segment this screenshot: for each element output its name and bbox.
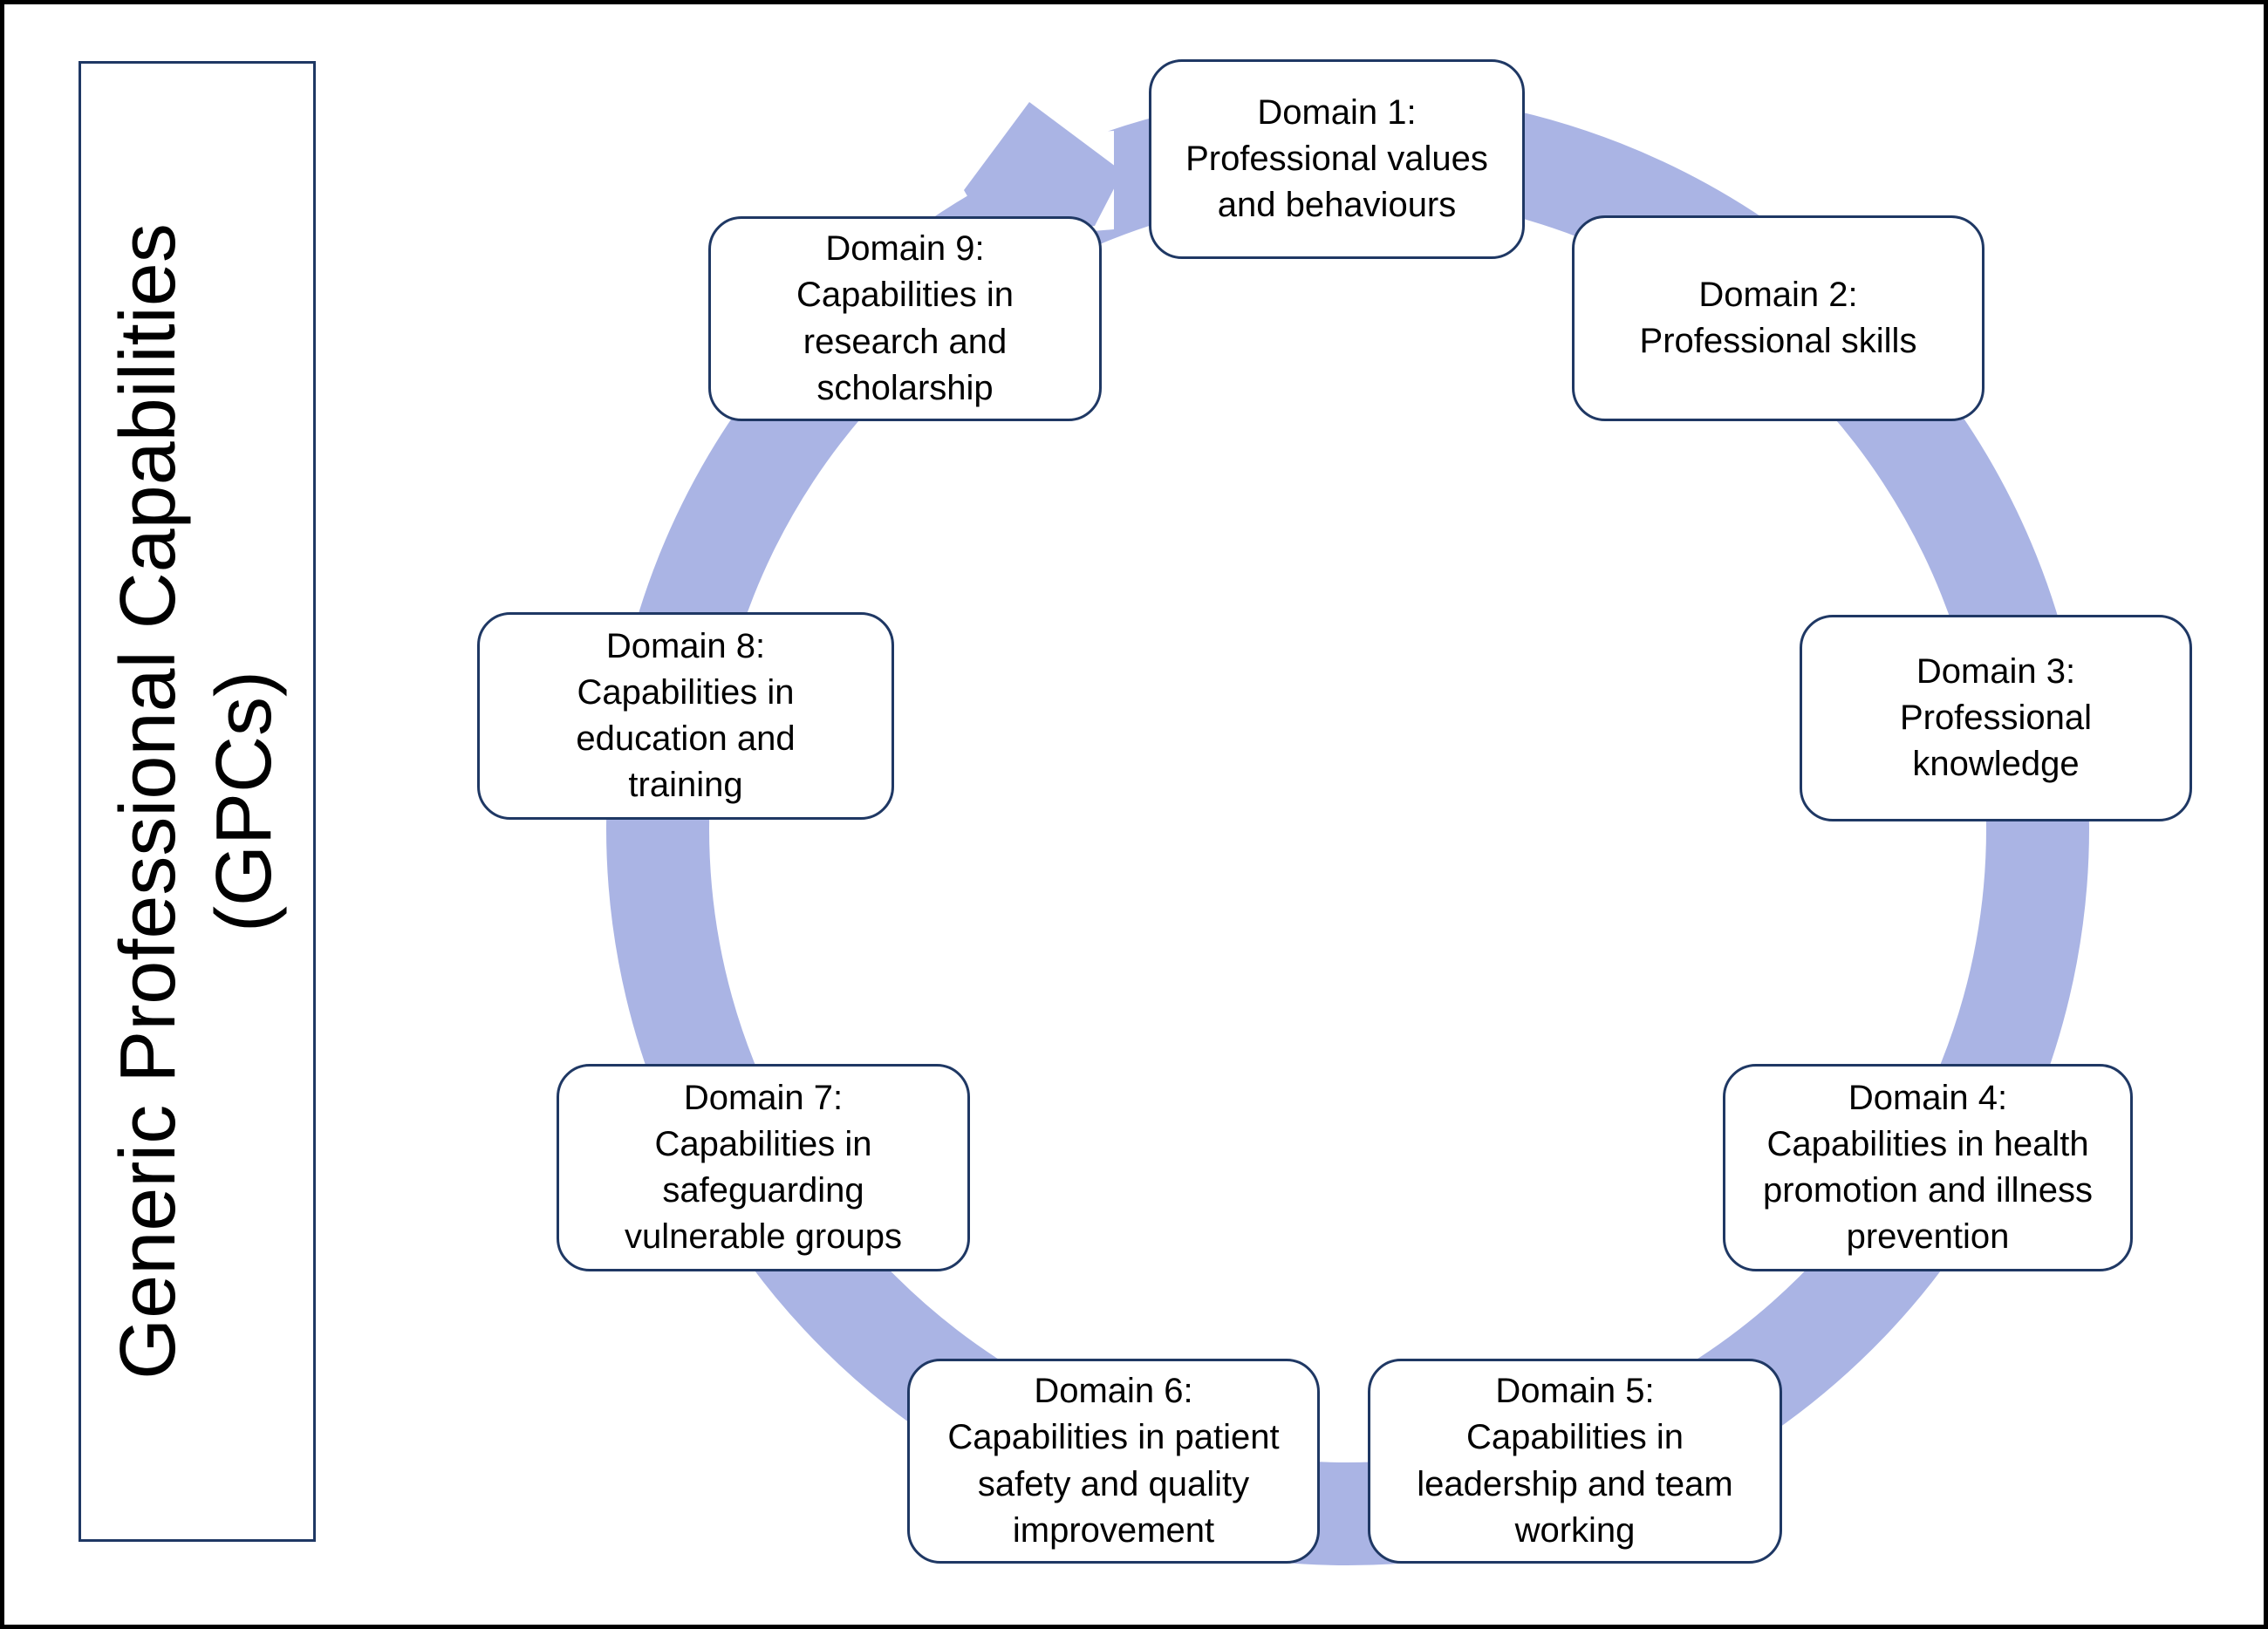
domain-3-box: Domain 3: Professional knowledge [1800,615,2192,821]
domain-8-text: Domain 8: Capabilities in education and … [576,626,796,805]
domain-1-box: Domain 1: Professional values and behavi… [1149,59,1525,259]
domain-4-box: Domain 4: Capabilities in health promoti… [1723,1064,2133,1271]
gpc-title-text: Generic Professional Capabilities (GPCs) [105,223,288,1380]
domain-8-box: Domain 8: Capabilities in education and … [477,612,894,820]
domain-4-text: Domain 4: Capabilities in health promoti… [1763,1078,2093,1257]
domain-1-text: Domain 1: Professional values and behavi… [1185,92,1488,225]
domain-7-box: Domain 7: Capabilities in safeguarding v… [557,1064,970,1271]
domain-6-box: Domain 6: Capabilities in patient safety… [907,1359,1320,1564]
domain-7-text: Domain 7: Capabilities in safeguarding v… [625,1078,902,1257]
domain-6-text: Domain 6: Capabilities in patient safety… [947,1372,1280,1550]
circular-arrow-head [964,102,1123,238]
domain-5-box: Domain 5: Capabilities in leadership and… [1368,1359,1782,1564]
gpc-title-panel: Generic Professional Capabilities (GPCs) [79,61,316,1542]
domain-9-box: Domain 9: Capabilities in research and s… [708,216,1102,421]
domain-5-text: Domain 5: Capabilities in leadership and… [1417,1372,1733,1550]
domain-2-text: Domain 2: Professional skills [1639,275,1917,360]
domain-9-text: Domain 9: Capabilities in research and s… [796,229,1014,407]
domain-3-text: Domain 3: Professional knowledge [1899,651,2093,784]
domain-2-box: Domain 2: Professional skills [1572,215,1984,421]
